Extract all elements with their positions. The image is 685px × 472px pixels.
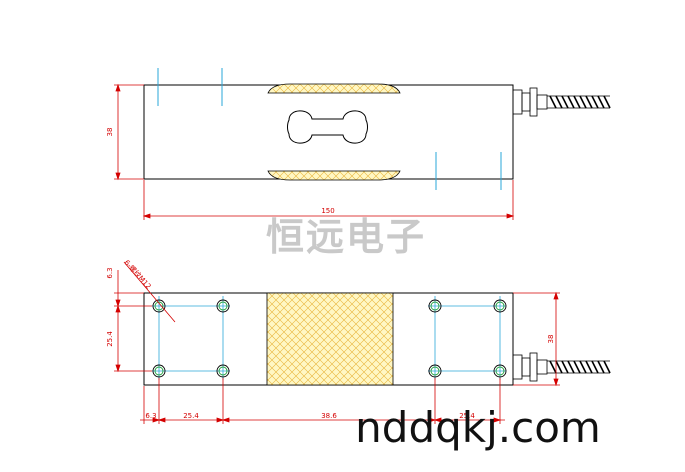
bottom-edge-label: 6.3 (145, 412, 156, 420)
bottom-strain-pocket (267, 170, 401, 181)
hole (152, 299, 166, 313)
watermark-text: 恒远电子 (266, 214, 426, 259)
bottom-strain-area (266, 292, 394, 386)
hole (216, 364, 230, 378)
top-strain-pocket (267, 83, 401, 94)
top-view-body (143, 84, 514, 180)
hole (493, 299, 507, 313)
hole (428, 299, 442, 313)
bottom-view: 6-螺纹M12 6.3 25.4 6.3 25.4 38.6 25.4 38 (106, 258, 611, 424)
hole (152, 364, 166, 378)
hole-note-label: 6-螺纹M12 (122, 258, 153, 291)
top-height-label: 38 (106, 128, 114, 137)
hole (428, 364, 442, 378)
top-view: 38 150 (106, 68, 611, 220)
bottom-width-label: 38 (547, 335, 555, 344)
center-distance-label: 38.6 (321, 412, 337, 420)
right-pitch-label: 25.4 (459, 412, 475, 420)
threaded-holes (152, 299, 507, 378)
bone-cutout (287, 110, 368, 144)
hole-row-spacing-label: 25.4 (106, 331, 114, 347)
hole (216, 299, 230, 313)
top-cable-connector (512, 87, 611, 117)
hole (493, 364, 507, 378)
site-url-text: nddqkj.com (355, 403, 601, 452)
bottom-cable-connector (512, 352, 611, 382)
bottom-pitch-label: 25.4 (183, 412, 199, 420)
bottom-dimensions (114, 261, 560, 424)
top-length-label: 150 (321, 207, 334, 215)
edge-offset-label: 6.3 (106, 267, 114, 278)
top-centerlines (157, 68, 502, 190)
top-dimensions (114, 83, 515, 220)
